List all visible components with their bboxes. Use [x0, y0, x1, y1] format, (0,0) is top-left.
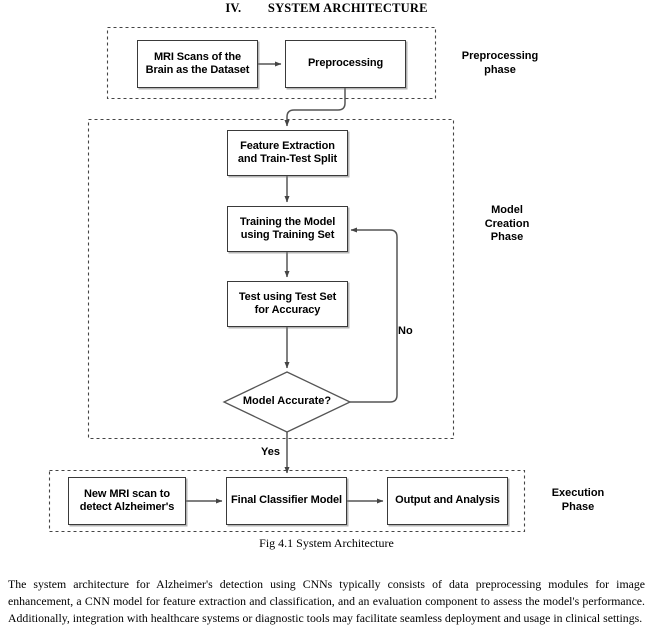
- page-title: IV. SYSTEM ARCHITECTURE: [225, 1, 428, 15]
- node-training-model[interactable]: Training the Model using Training Set: [227, 206, 348, 252]
- node-test-accuracy[interactable]: Test using Test Set for Accuracy: [227, 281, 348, 327]
- node-feature-extraction[interactable]: Feature Extraction and Train-Test Split: [227, 130, 348, 176]
- connector-preprocessing-to-feature: [284, 88, 346, 127]
- edge-label-yes: Yes: [261, 446, 280, 458]
- node-final-classifier[interactable]: Final Classifier Model: [226, 477, 347, 525]
- node-new-mri-scan[interactable]: New MRI scan to detect Alzheimer's: [68, 477, 186, 525]
- phase-label-model-creation: Model Creation Phase: [484, 204, 530, 243]
- connector-decision-no-to-training: [350, 227, 398, 403]
- decision-label-model-accurate: Model Accurate?: [242, 395, 332, 407]
- figure-caption: Fig 4.1 System Architecture: [259, 536, 394, 550]
- body-paragraph: The system architecture for Alzheimer's …: [8, 576, 645, 625]
- node-output-analysis[interactable]: Output and Analysis: [387, 477, 508, 525]
- phase-container-execution: [48, 469, 526, 533]
- decision-node-model-accurate: [222, 371, 352, 433]
- node-mri-scans[interactable]: MRI Scans of the Brain as the Dataset: [137, 40, 258, 88]
- diagram-canvas: [48, 26, 526, 533]
- phase-label-execution: Execution Phase: [551, 487, 605, 513]
- phase-label-preprocessing: Preprocessing phase: [461, 50, 539, 76]
- node-preprocessing[interactable]: Preprocessing: [285, 40, 406, 88]
- system-architecture-diagram: MRI Scans of the Brain as the Dataset Pr…: [48, 26, 605, 533]
- phase-container-model-creation: [87, 118, 455, 440]
- edge-label-no: No: [398, 325, 413, 337]
- phase-container-preprocessing: [106, 26, 437, 100]
